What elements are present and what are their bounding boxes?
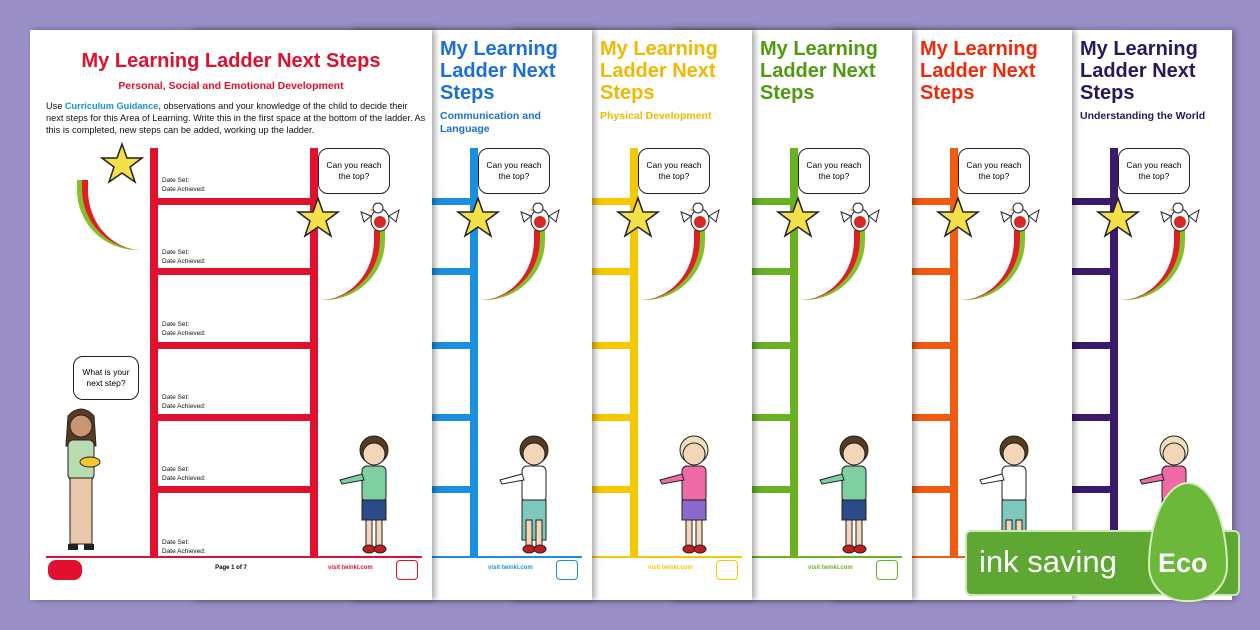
ladder-rung [150, 486, 318, 493]
teacher-illustration [65, 408, 101, 550]
bird-icon [1160, 202, 1200, 232]
ladder-rail-right [950, 148, 958, 556]
date-achieved-label: Date Achieved: [162, 186, 206, 193]
twinkl-badge-icon [556, 560, 578, 580]
step-box-labels: Date Set: Date Achieved: [162, 393, 206, 411]
rainbow-trail [640, 230, 700, 300]
ladder-rung [150, 268, 318, 275]
child-illustration [499, 435, 549, 554]
date-set-label: Date Set: [162, 249, 190, 256]
star-icon [296, 196, 340, 238]
footer-divider [46, 556, 422, 558]
ladder-rung [150, 342, 318, 349]
speech-bubble-top: Can you reach the top? [958, 148, 1030, 194]
page-title: My Learning Ladder Next Steps [81, 50, 381, 72]
ladder-rail-right [470, 148, 478, 556]
eco-label: Eco [1158, 548, 1208, 578]
intro-text: Use [46, 101, 65, 111]
rainbow-trail [800, 230, 860, 300]
date-achieved-label: Date Achieved: [162, 330, 206, 337]
bird-icon [680, 202, 720, 232]
date-set-label: Date Set: [162, 539, 190, 546]
ladder-rail-left [150, 148, 158, 556]
speech-bubble-top: Can you reach the top? [478, 148, 550, 194]
twinkl-badge-icon [876, 560, 898, 580]
star-icon [616, 196, 660, 238]
ink-saving-text: ink saving [979, 544, 1117, 579]
step-box-labels: Date Set: Date Achieved: [162, 465, 206, 483]
date-set-label: Date Set: [162, 177, 190, 184]
instructions: Use Curriculum Guidance, observations an… [46, 100, 426, 136]
speech-bubble-top: Can you reach the top? [318, 148, 390, 194]
ladder-rail-right [1110, 148, 1118, 556]
step-box-labels: Date Set: Date Achieved: [162, 538, 206, 556]
website-link[interactable]: visit twinkl.com [648, 565, 693, 571]
star-icon [456, 196, 500, 238]
date-set-label: Date Set: [162, 321, 190, 328]
page-number: Page 1 of 7 [215, 565, 247, 571]
ladder-rail-right [790, 148, 798, 556]
rainbow-trail [480, 230, 540, 300]
date-achieved-label: Date Achieved: [162, 403, 206, 410]
rainbow-trail [320, 230, 380, 300]
page-title: My Learning Ladder Next Steps [760, 38, 878, 104]
star-icon [100, 142, 144, 184]
page-title: My Learning Ladder Next Steps [920, 38, 1038, 104]
page-subtitle: Personal, Social and Emotional Developme… [118, 80, 344, 92]
rainbow-trail [1120, 230, 1180, 300]
curriculum-guidance-link[interactable]: Curriculum Guidance [64, 101, 159, 111]
website-link[interactable]: visit twinkl.com [488, 565, 533, 571]
child-illustration [819, 435, 869, 554]
ladder-rail-right [630, 148, 638, 556]
date-achieved-label: Date Achieved: [162, 475, 206, 482]
star-icon [1096, 196, 1140, 238]
page-subtitle: Communication and Language [440, 110, 541, 135]
page-subtitle: Physical Development [600, 110, 712, 122]
speech-bubble-top: Can you reach the top? [798, 148, 870, 194]
ladder-rung [150, 198, 318, 205]
website-link[interactable]: visit twinkl.com [328, 565, 373, 571]
bird-icon [520, 202, 560, 232]
date-achieved-label: Date Achieved: [162, 258, 206, 265]
date-achieved-label: Date Achieved: [162, 548, 206, 555]
page-title: My Learning Ladder Next Steps [600, 38, 718, 104]
child-illustration [659, 435, 709, 554]
child-illustration [339, 435, 389, 554]
rainbow-trail [82, 180, 142, 250]
page-subtitle: Understanding the World [1080, 110, 1206, 122]
page-title: My Learning Ladder Next Steps [1080, 38, 1198, 104]
speech-bubble-top: Can you reach the top? [638, 148, 710, 194]
twinkl-badge-icon [396, 560, 418, 580]
speech-bubble-next-step: What is your next step? [73, 356, 139, 400]
twinkl-badge-icon [716, 560, 738, 580]
twinkl-logo [48, 560, 82, 580]
date-set-label: Date Set: [162, 466, 190, 473]
rainbow-trail [960, 230, 1020, 300]
step-box-labels: Date Set: Date Achieved: [162, 320, 206, 338]
bird-icon [360, 202, 400, 232]
website-link[interactable]: visit twinkl.com [808, 565, 853, 571]
star-icon [936, 196, 980, 238]
bird-icon [840, 202, 880, 232]
speech-bubble-top: Can you reach the top? [1118, 148, 1190, 194]
star-icon [776, 196, 820, 238]
step-box-labels: Date Set: Date Achieved: [162, 248, 206, 266]
page-title: My Learning Ladder Next Steps [440, 38, 558, 104]
date-set-label: Date Set: [162, 394, 190, 401]
ladder-rung [150, 414, 318, 421]
ladder-rail-right [310, 148, 318, 556]
bird-icon [1000, 202, 1040, 232]
step-box-labels: Date Set: Date Achieved: [162, 176, 206, 194]
intro-text: , observations and your knowledge of the… [46, 101, 426, 135]
